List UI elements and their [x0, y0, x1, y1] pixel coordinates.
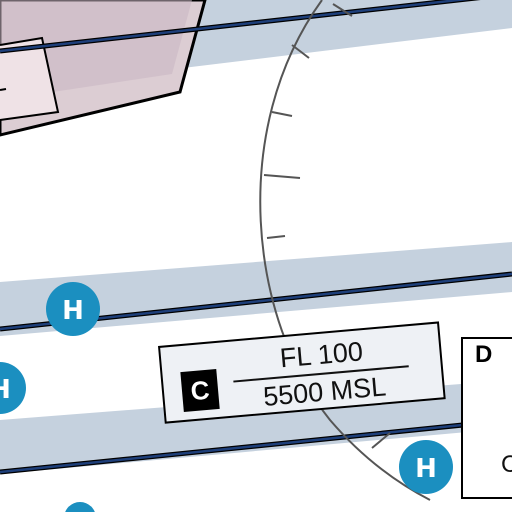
class-d-letter: D [475, 341, 493, 368]
heliport-icon: H [399, 440, 453, 494]
route-band-middle [0, 242, 512, 336]
heliport-letter: H [415, 454, 437, 484]
restricted-area-tick [0, 88, 7, 91]
heliport-letter: H [0, 375, 11, 405]
class-d-airspace-label: D C [461, 337, 512, 499]
heliport-letter: H [62, 296, 84, 326]
route-centerline-top-fill [0, 0, 470, 53]
route-centerline-lower-fill [0, 418, 512, 474]
heliport-icon: H [0, 362, 26, 414]
restricted-area-box [0, 36, 60, 121]
class-d-partial-text: C [501, 451, 512, 478]
route-band-top [150, 0, 512, 72]
heliport-icon [65, 502, 95, 512]
airspace-class-badge: C [180, 369, 220, 412]
heliport-icon: H [46, 282, 100, 336]
